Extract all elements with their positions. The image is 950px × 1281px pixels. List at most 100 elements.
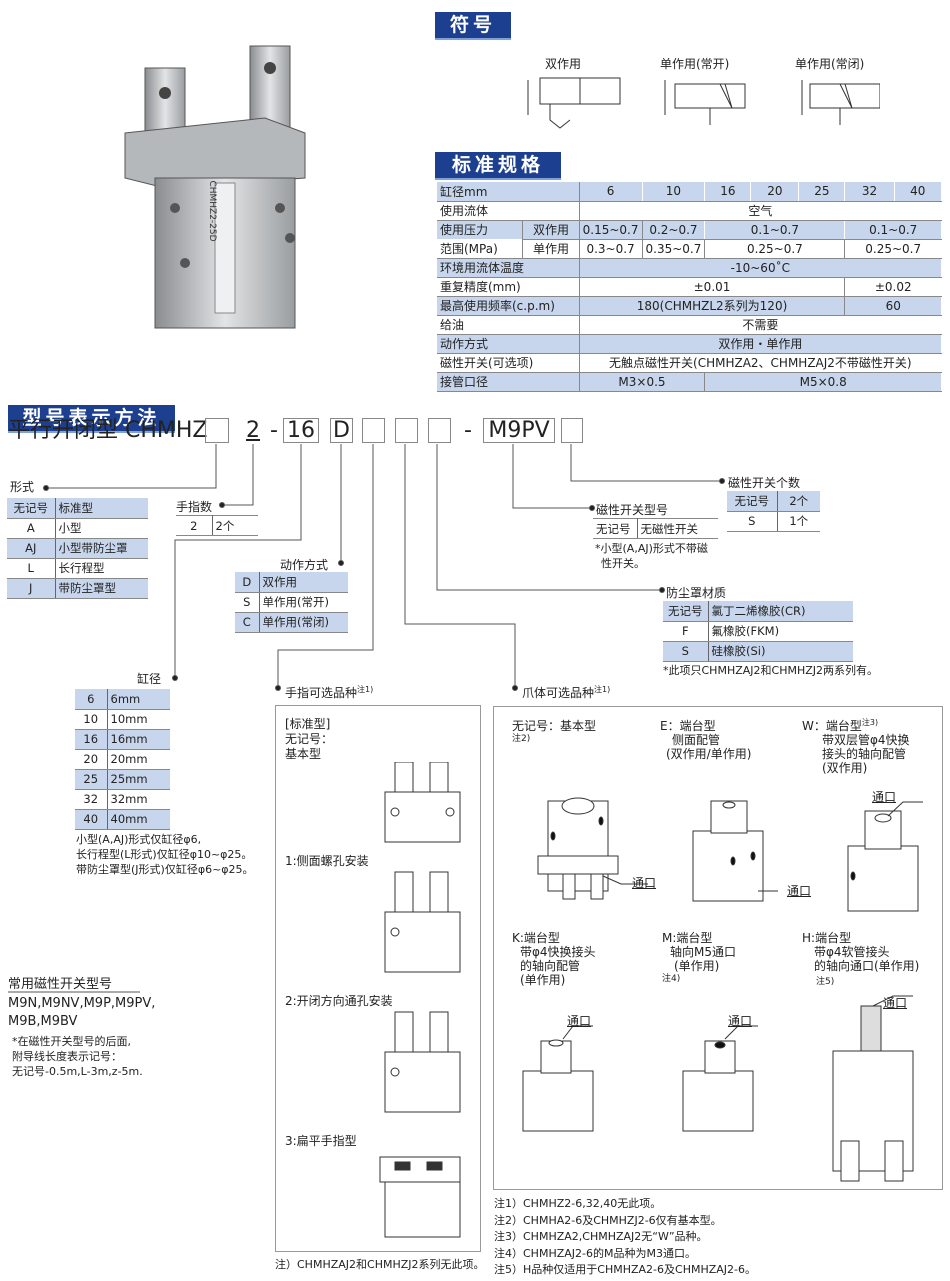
common-switch-label: 常用磁性开关型号 [8, 977, 113, 992]
desc-cell: 1个 [777, 511, 820, 532]
body-drawings [522, 797, 923, 1182]
spec-value: M3×0.5 [579, 372, 706, 392]
common-switch-note: 附导线长度表示记号： [12, 1050, 122, 1063]
finger-count-label: 手指数 [176, 500, 213, 514]
bore-label: 缸径 [137, 672, 162, 686]
boot-label: 防尘罩材质 [666, 586, 727, 600]
code-cell: A [7, 518, 56, 539]
finger-opt-item: 无记号： [285, 732, 334, 746]
note-line: 注2）CHMHA2-6及CHMHZJ2-6仅有基本型。 [494, 1213, 722, 1227]
spec-value: 0.25~0.7 [704, 239, 846, 259]
port-label: 通口 [883, 996, 908, 1010]
item-line: M:端台型 [662, 931, 713, 945]
spec-value: ±0.01 [579, 277, 846, 297]
spec-value: 0.1~0.7 [704, 220, 846, 240]
finger-opt-item: 3:扁平手指型 [285, 1134, 357, 1148]
size-cell: 32 [844, 182, 895, 202]
code-cell: 无记号 [727, 491, 778, 512]
body-opt-title: 爪体可选品种 [522, 686, 595, 700]
body-opt-notes: 注1）CHMHZ2-6,32,40无此项。 注2）CHMHA2-6及CHMHZJ… [494, 1196, 756, 1279]
item-note: 注2) [512, 734, 531, 744]
body-opt-frame [493, 706, 943, 1190]
item-line: 的轴向配管 [520, 959, 581, 973]
switch-model-note: *小型(A,AJ)形式不带磁 [595, 542, 708, 555]
spec-value: 空气 [579, 201, 943, 221]
action-mode-label: 动作方式 [280, 558, 329, 572]
desc-cell: 25mm [107, 769, 170, 790]
item-note: 注5) [816, 977, 835, 987]
code-cell: C [235, 612, 260, 633]
spec-value: 180(CHMHZL2系列为120) [579, 296, 846, 316]
spec-label: 缸径mm [437, 182, 580, 202]
desc-cell: 氟橡胶(FKM) [708, 621, 853, 642]
body-opt-sup: 注1) [594, 685, 611, 694]
code-dash: - [270, 418, 278, 443]
code-cell: 6 [75, 689, 108, 710]
port-label: 通口 [567, 1014, 592, 1028]
port-label: 通口 [787, 884, 812, 898]
code-box-boot [428, 418, 451, 443]
spec-sublabel: 单作用 [522, 239, 580, 259]
item-line: (单作用) [520, 973, 566, 987]
spec-value: 不需要 [579, 315, 943, 335]
body-opt-item-basic: 无记号：基本型注2) [512, 719, 596, 746]
desc-cell: 硅橡胶(Si) [708, 641, 853, 662]
desc-cell: 2个 [777, 491, 820, 512]
code-cell: D [235, 572, 260, 593]
note-line: 注3）CHMHZA2,CHMHZAJ2无“W”品种。 [494, 1230, 708, 1243]
finger-opt-label: 手指可选品种注1) [285, 684, 373, 701]
symbol-label-single-open: 单作用(常开) [660, 57, 730, 71]
code-cell: L [7, 558, 56, 579]
switch-model-note-2: 性开关。 [601, 557, 645, 570]
note-line: 注4）CHMHZAJ2-6的M品种为M3通口。 [494, 1246, 696, 1260]
finger-drawings [379, 762, 461, 1238]
spec-title: 标准规格 [435, 152, 561, 180]
pneumatic-symbols [527, 77, 880, 129]
spec-value: 0.15~0.7 [579, 220, 643, 240]
code-cell: 25 [75, 769, 108, 790]
code-dash-2: - [464, 418, 472, 443]
size-cell: 40 [894, 182, 943, 202]
desc-cell: 氯丁二烯橡胶(CR) [708, 601, 853, 622]
code-cell: 2 [176, 515, 213, 536]
spec-label: 接管口径 [437, 372, 580, 392]
finger-opt-item: 1:侧面螺孔安装 [285, 854, 369, 868]
body-opt-item-e: E：端台型侧面配管(双作用/单作用) [660, 719, 751, 761]
size-cell: 25 [798, 182, 846, 202]
item-line: 的轴向通口(单作用) [814, 959, 920, 973]
spec-label: 给油 [437, 315, 580, 335]
code-cell: F [663, 621, 709, 642]
spec-sublabel: 双作用 [522, 220, 580, 240]
finger-opt-item: [标准型] [285, 717, 331, 731]
symbol-label-double: 双作用 [545, 57, 582, 71]
size-cell: 16 [704, 182, 752, 202]
boot-note: *此项只CHMHZAJ2和CHMHZJ2两系列有。 [663, 664, 879, 677]
item-line: H:端台型 [802, 931, 852, 945]
code-box-switch: M9PV [483, 418, 555, 443]
common-switch-note: 无记号-0.5m,L-3m,z-5m. [12, 1065, 143, 1078]
spec-value: 0.35~0.7 [642, 239, 706, 259]
spec-label: 使用压力 [437, 220, 524, 239]
desc-cell: 小型带防尘罩 [55, 538, 148, 559]
desc-cell: 单作用(常闭) [259, 612, 348, 633]
size-cell: 20 [750, 182, 800, 202]
symbol-label-single-closed: 单作用(常闭) [795, 57, 865, 71]
note-line: 注5）H品种仅适用于CHMHZA2-6及CHMHZAJ2-6。 [494, 1263, 756, 1276]
item-line: (双作用/单作用) [666, 747, 752, 761]
item-line: K:端台型 [512, 931, 560, 945]
finger-opt-frame [275, 705, 481, 1252]
item-line: 接头的轴向配管 [822, 747, 907, 761]
desc-cell: 长行程型 [55, 558, 148, 579]
item-note: 注3) [861, 718, 879, 727]
item-line: 侧面配管 [672, 733, 721, 747]
port-label: 通口 [872, 790, 897, 804]
code-cell: 20 [75, 749, 108, 770]
desc-cell: 无磁性开关 [637, 518, 718, 539]
switch-count-label: 磁性开关个数 [728, 476, 801, 490]
finger-opt-sup: 注1) [357, 685, 374, 694]
code-cell: S [663, 641, 709, 662]
port-label: 通口 [632, 876, 657, 890]
